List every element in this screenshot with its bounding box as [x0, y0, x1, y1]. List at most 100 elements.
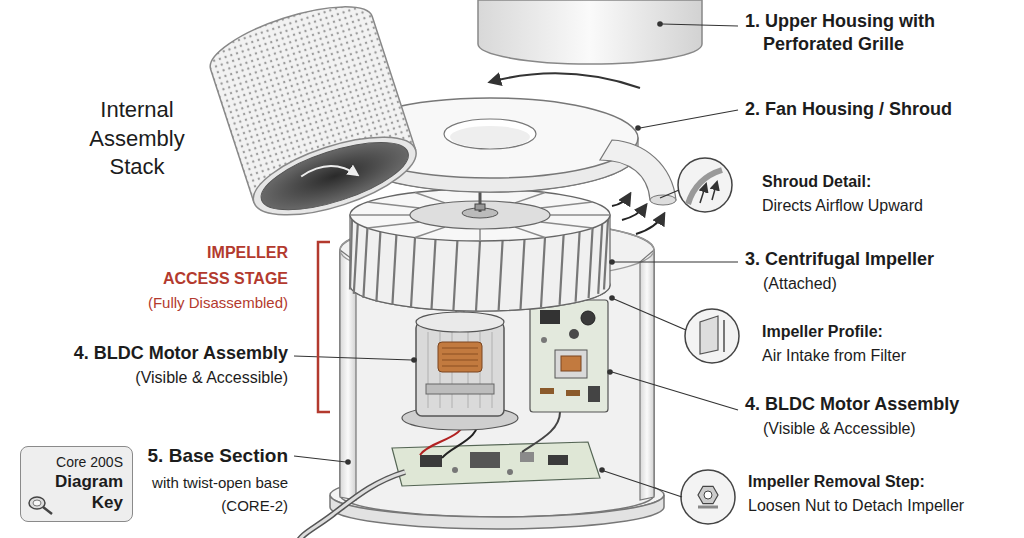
impeller-removal-inset: [698, 506, 718, 509]
airflow-arrows: [612, 194, 630, 206]
part-callout: 1. Upper Housing with Perforated Grille: [745, 10, 995, 57]
leader-lines: [640, 110, 738, 128]
leader-lines: [660, 190, 679, 198]
leader-lines: [294, 456, 346, 462]
impeller-profile-inset: [685, 309, 739, 363]
impeller-removal-inset: [681, 470, 735, 524]
impeller-removal-inset: [698, 486, 718, 503]
bldc-motor: [426, 384, 494, 394]
detail-note: Loosen Nut to Detach Impeller: [748, 496, 964, 517]
centrifugal-impeller: [410, 201, 550, 229]
control-circuit-board: [566, 390, 580, 396]
part-note: (Visible & Accessible): [763, 419, 916, 440]
bldc-motor: [416, 312, 504, 332]
control-circuit-board: [540, 310, 560, 324]
part-note: (Attached): [763, 274, 837, 295]
part-note: (Visible & Accessible): [38, 368, 288, 389]
control-circuit-board: [540, 388, 554, 394]
detail-heading: Impeller Removal Step:: [748, 472, 925, 493]
perforated-grille-housing: [300, 157, 357, 192]
lower-circuit-board: [470, 452, 500, 468]
top-housing-cylinder: [478, 0, 702, 64]
control-circuit-board: [555, 350, 587, 378]
fan-shroud: [450, 126, 530, 148]
part-callout: 3. Centrifugal Impeller: [745, 248, 934, 271]
leader-lines: [662, 24, 738, 26]
lower-circuit-board: [507, 469, 513, 475]
lower-circuit-board: [548, 455, 568, 465]
detail-heading: Impeller Profile:: [762, 322, 883, 343]
base-housing: [330, 495, 664, 529]
leader-lines: [345, 459, 351, 465]
shroud-detail-inset: [678, 158, 732, 212]
key-icon: [33, 500, 41, 506]
airflow-arrows: [636, 214, 664, 234]
detail-heading: Shroud Detail:: [762, 172, 871, 193]
leader-lines: [609, 259, 615, 265]
leader-lines: [607, 369, 613, 375]
control-circuit-board: [569, 329, 579, 339]
centrifugal-impeller: [350, 178, 610, 311]
part-callout: 4. BLDC Motor Assembly: [38, 342, 288, 365]
bldc-motor: [416, 322, 504, 416]
impeller-removal-inset: [704, 491, 712, 499]
part-note: with twist-open base (CORE-2): [140, 472, 288, 517]
control-circuit-board: [530, 300, 608, 412]
stage-note: (Fully Disassembled): [98, 293, 288, 313]
leader-lines: [609, 295, 615, 301]
leader-lines: [612, 372, 738, 410]
leader-lines: [604, 471, 682, 497]
bldc-motor: [438, 342, 482, 372]
shroud-detail-inset: [712, 182, 717, 200]
key-icon: [43, 507, 52, 514]
power-cable: [296, 472, 405, 538]
stage-bracket: [318, 242, 330, 412]
control-circuit-board: [541, 337, 547, 343]
leader-lines: [294, 21, 738, 497]
lower-circuit-board: [420, 455, 442, 467]
part-callout: 2. Fan Housing / Shroud: [745, 98, 952, 121]
wires: [522, 412, 560, 452]
centrifugal-impeller: [475, 204, 485, 210]
detail-note: Air Intake from Filter: [762, 346, 906, 367]
control-circuit-board: [588, 386, 600, 402]
shroud-detail-inset: [700, 184, 706, 203]
control-circuit-board: [581, 311, 595, 325]
leader-lines: [614, 299, 686, 330]
bldc-motor: [442, 348, 478, 366]
impeller-removal-inset: [681, 470, 735, 524]
shroud-detail-inset: [688, 170, 722, 204]
key-box: Core 200SDiagram Key: [20, 446, 133, 522]
detail-note: Directs Airflow Upward: [762, 196, 923, 217]
control-circuit-board: [530, 300, 608, 412]
airflow-arrows: [490, 73, 640, 88]
leader-lines: [657, 21, 663, 27]
key-model: Core 200S: [51, 453, 123, 471]
power-cable: [296, 472, 405, 538]
stage-label: IMPELLER ACCESS STAGE: [138, 240, 288, 291]
key-title: Diagram Key: [51, 471, 123, 514]
impeller-profile-inset: [685, 309, 739, 363]
leader-lines: [599, 467, 605, 473]
leader-lines: [635, 125, 641, 131]
fan-shroud: [444, 119, 536, 149]
lower-circuit-board: [520, 452, 534, 462]
base-housing: [640, 250, 654, 500]
airflow-arrows: [490, 73, 664, 234]
impeller-profile-inset: [700, 316, 718, 354]
power-cable: [296, 472, 405, 538]
key-icon: [29, 497, 45, 509]
leader-lines: [411, 357, 417, 363]
part-callout: 4. BLDC Motor Assembly: [745, 393, 959, 416]
bldc-motor: [428, 332, 492, 408]
impeller-profile-inset: [723, 320, 725, 352]
key-icon: [26, 494, 54, 516]
airflow-arrows: [622, 205, 646, 220]
leader-lines: [294, 356, 412, 360]
perforated-grille-housing: [245, 121, 425, 231]
perforated-grille-housing: [203, 0, 425, 231]
lower-circuit-board: [452, 467, 458, 473]
section-title: Internal Assembly Stack: [77, 96, 197, 182]
lower-circuit-board: [392, 442, 600, 486]
